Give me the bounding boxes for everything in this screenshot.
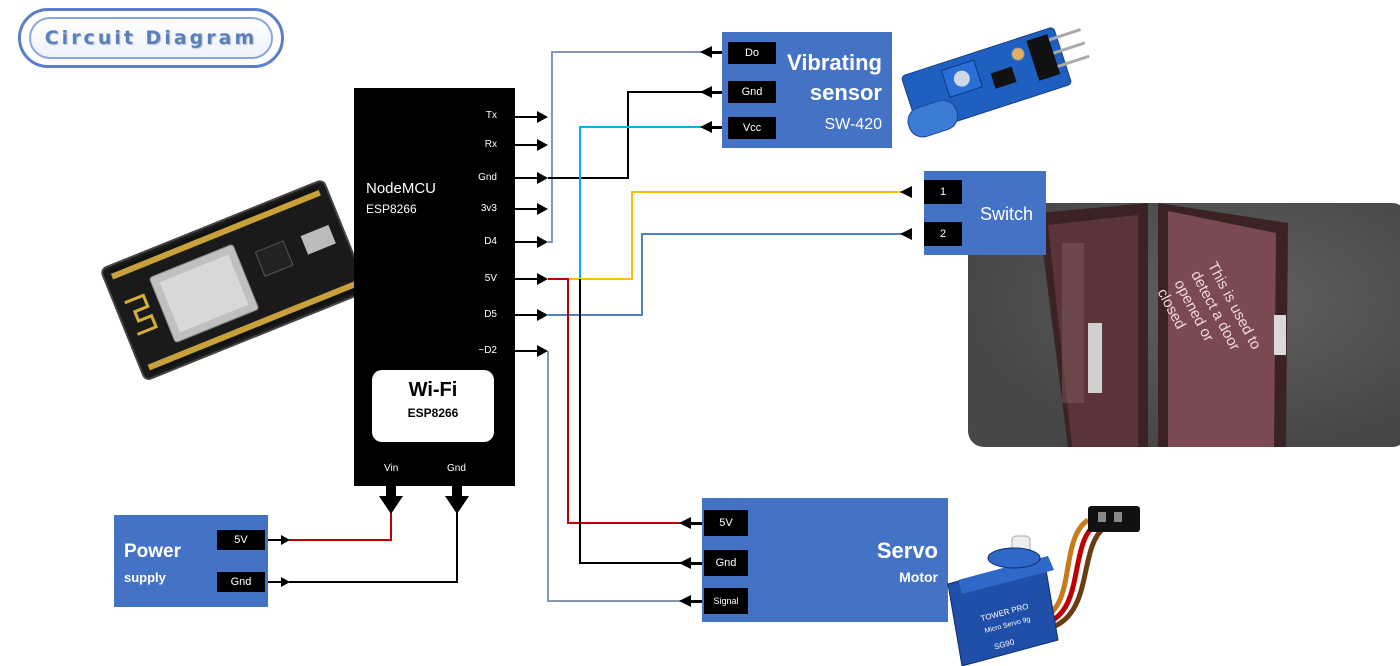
power-subtitle: supply <box>124 570 166 585</box>
nodemcu-bottom-arrows <box>379 486 469 514</box>
wire-gnd-servo <box>579 279 683 564</box>
pin-5v: 5V <box>484 273 497 284</box>
sensor-pin-do: Do <box>728 42 776 64</box>
wire-d4-do <box>548 51 705 243</box>
wifi-title: Wi-Fi <box>408 379 458 401</box>
servo-pin-5v: 5V <box>704 510 748 536</box>
switch-name: Switch <box>980 204 1034 224</box>
switch-pin-1: 1 <box>924 180 962 204</box>
switch-pin-2: 2 <box>924 222 962 246</box>
sensor-model: SW-420 <box>824 116 882 133</box>
title-badge-inner: Circuit Diagram <box>29 17 273 59</box>
nodemcu-model: ESP8266 <box>366 202 417 216</box>
pin-gnd-bottom: Gnd <box>447 463 466 474</box>
servo-pin-signal: Signal <box>704 588 748 614</box>
servo-picture: TOWER PRO Micro Servo 9g SG90 <box>928 500 1148 666</box>
sensor-pin-gnd: Gnd <box>728 81 776 103</box>
title-badge: Circuit Diagram <box>18 8 284 68</box>
pin-gnd: Gnd <box>478 172 497 183</box>
pin-3v3: 3v3 <box>480 203 497 214</box>
servo-name: Servo <box>876 538 938 563</box>
switch-box: 1 2 Switch <box>924 171 1046 255</box>
pin-vin: Vin <box>384 463 399 474</box>
wire-gnd-sensor <box>548 91 705 179</box>
vibration-sensor-box: Do Gnd Vcc Vibrating sensor SW-420 <box>722 32 892 148</box>
vibration-sensor-picture <box>901 27 1090 138</box>
servo-box: 5V Gnd Signal Servo Motor <box>702 498 948 622</box>
servo-pin-gnd: Gnd <box>704 550 748 576</box>
nodemcu-board-picture <box>101 180 368 380</box>
servo-subtitle: Motor <box>899 569 938 585</box>
power-pin-5v: 5V <box>217 530 265 550</box>
nodemcu-pin-arrows <box>515 111 548 357</box>
sensor-name-line2: sensor <box>809 80 882 105</box>
wifi-module: Wi-Fi ESP8266 <box>372 370 494 442</box>
pin-rx: Rx <box>484 139 497 150</box>
pin-tx: Tx <box>485 110 497 121</box>
wire-5v-switch1 <box>548 191 905 280</box>
pin-d4: D4 <box>484 236 497 247</box>
wifi-model: ESP8266 <box>407 406 459 420</box>
pin-d5: D5 <box>484 309 497 320</box>
pin-d2: ~D2 <box>478 345 497 356</box>
sensor-pin-vcc: Vcc <box>728 117 776 139</box>
nodemcu-name: NodeMCU <box>366 180 437 197</box>
wire-d5-switch2 <box>548 233 905 316</box>
wire-d2-signal <box>547 351 683 602</box>
wire-5v-servo <box>548 278 683 524</box>
power-name: Power <box>124 541 182 562</box>
power-supply-box: Power supply 5V Gnd <box>114 515 268 607</box>
page-title: Circuit Diagram <box>44 27 258 49</box>
wire-5v-vcc <box>548 126 705 280</box>
module-pin-arrows <box>265 46 912 607</box>
wire-power-5v-vin <box>289 506 392 541</box>
door-picture: This is used to detect a door opened or … <box>968 203 1400 447</box>
wire-power-gnd <box>289 506 458 583</box>
sensor-name-line1: Vibrating <box>787 50 882 75</box>
power-pin-gnd: Gnd <box>217 572 265 592</box>
